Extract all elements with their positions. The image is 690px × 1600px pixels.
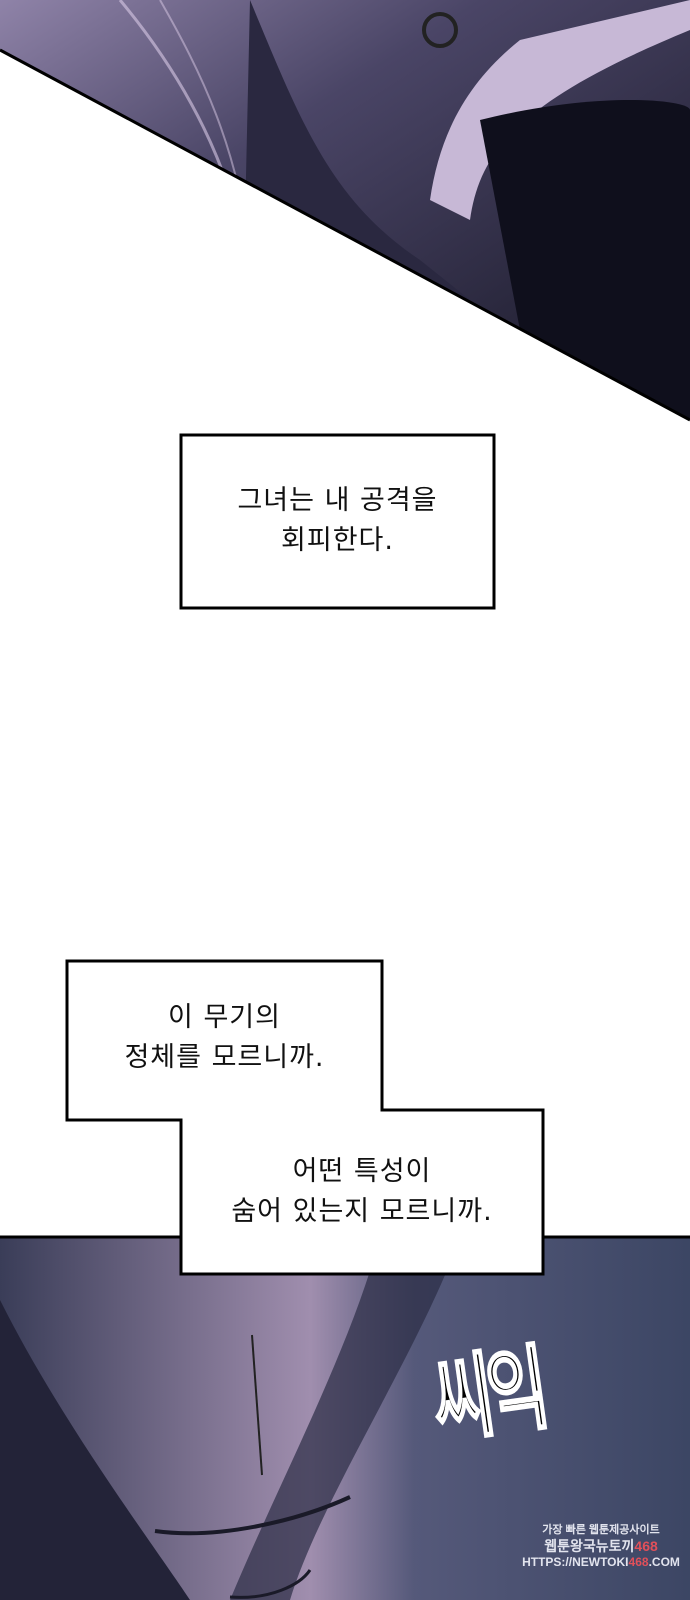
caption-line: 그녀는 내 공격을 [237,485,438,516]
caption-box-trait: 어떤 특성이 숨어 있는지 모르니까. [181,1152,543,1232]
caption-line: 이 무기의 [168,1002,281,1033]
watermark: 가장 빠른 웹툰제공사이트 웹툰왕국뉴토끼468 HTTPS://NEWTOKI… [515,1522,687,1570]
watermark-number: 468 [628,1555,649,1569]
caption-line: 회피한다. [281,525,394,556]
watermark-url: HTTPS://NEWTOKI [522,1555,629,1569]
caption-line: 숨어 있는지 모르니까. [231,1196,493,1227]
caption-line: 어떤 특성이 [292,1156,432,1187]
watermark-line: 웹툰왕국뉴토끼 [544,1538,635,1554]
caption-line: 정체를 모르니까. [124,1042,325,1073]
caption-box-dodge: 그녀는 내 공격을 회피한다. [181,481,494,561]
panel-border [0,48,690,422]
watermark-number: 468 [634,1538,658,1554]
caption-box-weapon: 이 무기의 정체를 모르니까. [67,998,382,1078]
watermark-line: 가장 빠른 웹툰제공사이트 [542,1524,660,1536]
top-panel-art [0,0,690,422]
watermark-url-suffix: .COM [648,1555,680,1569]
sound-effect-grin: 씨익 [425,1333,551,1457]
